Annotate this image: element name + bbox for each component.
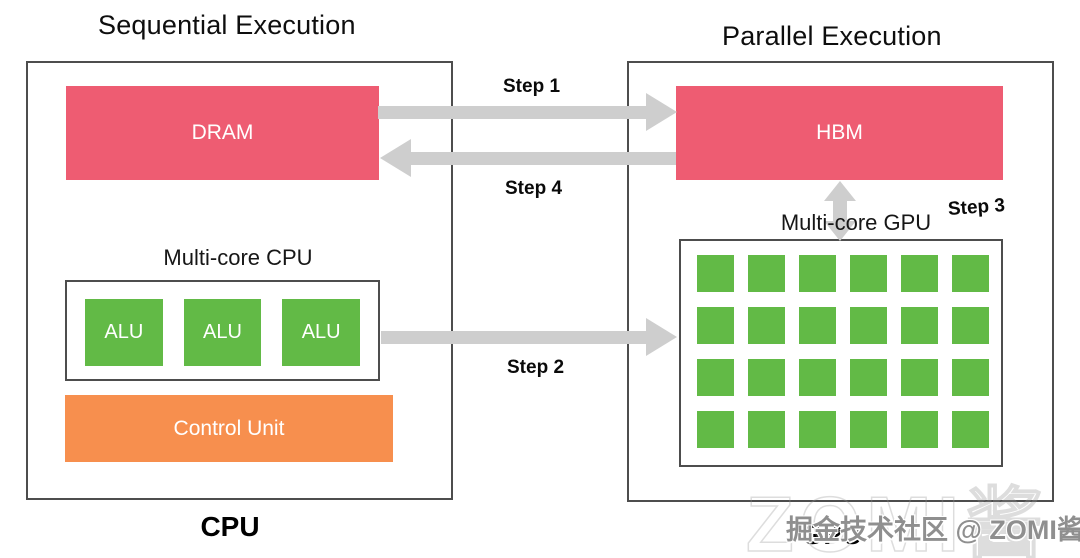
gpu-core — [850, 255, 887, 292]
parallel-execution-title: Parallel Execution — [722, 21, 942, 51]
gpu-core — [901, 411, 938, 448]
hbm-box: HBM — [676, 86, 1003, 180]
gpu-caption: GPU — [801, 519, 863, 550]
sequential-execution-title: Sequential Execution — [98, 10, 356, 40]
step1-arrow-shaft — [378, 106, 648, 119]
gpu-core — [697, 411, 734, 448]
gpu-core — [952, 255, 989, 292]
alu-label: ALU — [203, 321, 242, 343]
alu-box: ALU — [85, 299, 163, 366]
step1-arrowhead-icon — [646, 93, 677, 131]
gpu-core — [748, 359, 785, 396]
step3-arrowhead-down-icon — [824, 221, 856, 241]
gpu-core — [850, 307, 887, 344]
small-watermark: 掘金技术社区 @ ZOMI酱 — [786, 515, 1080, 545]
multicore-gpu-label: Multi-core GPU — [780, 210, 932, 235]
gpu-core — [748, 255, 785, 292]
step3-arrowhead-up-icon — [824, 181, 856, 201]
gpu-core — [952, 411, 989, 448]
control-unit-label: Control Unit — [173, 416, 285, 440]
large-watermark: ZOMI酱 — [745, 479, 1049, 558]
gpu-core — [697, 255, 734, 292]
step3-arrow-shaft — [833, 200, 847, 222]
gpu-core — [901, 255, 938, 292]
gpu-core — [952, 307, 989, 344]
gpu-core — [697, 307, 734, 344]
alu-container: ALU ALU ALU — [65, 280, 380, 381]
gpu-core — [799, 255, 836, 292]
gpu-core — [850, 359, 887, 396]
gpu-core — [901, 359, 938, 396]
gpu-core — [799, 411, 836, 448]
alu-label: ALU — [104, 321, 144, 343]
gpu-core — [748, 307, 785, 344]
alu-box: ALU — [183, 299, 262, 366]
step2-arrow-shaft — [381, 331, 646, 344]
dram-label: DRAM — [191, 121, 254, 144]
step2-label: Step 2 — [507, 357, 565, 378]
dram-box: DRAM — [66, 86, 379, 180]
gpu-core — [901, 307, 938, 344]
gpu-core — [799, 307, 836, 344]
step1-label: Step 1 — [503, 76, 561, 97]
control-unit-box: Control Unit — [65, 395, 393, 462]
gpu-core — [697, 359, 734, 396]
step2-arrowhead-icon — [646, 318, 677, 356]
hbm-label: HBM — [816, 121, 863, 144]
alu-box: ALU — [282, 299, 361, 366]
step4-label: Step 4 — [505, 178, 563, 199]
step4-arrow-shaft — [411, 152, 676, 165]
gpu-core — [952, 359, 989, 396]
step4-arrowhead-icon — [380, 139, 411, 177]
cpu-caption: CPU — [200, 511, 260, 542]
alu-label: ALU — [301, 321, 341, 343]
gpu-core — [748, 411, 785, 448]
step3-label: Step 3 — [947, 195, 1006, 220]
gpu-core-grid — [679, 239, 1003, 467]
gpu-core — [850, 411, 887, 448]
gpu-core — [799, 359, 836, 396]
multicore-cpu-label: Multi-core CPU — [163, 245, 313, 270]
